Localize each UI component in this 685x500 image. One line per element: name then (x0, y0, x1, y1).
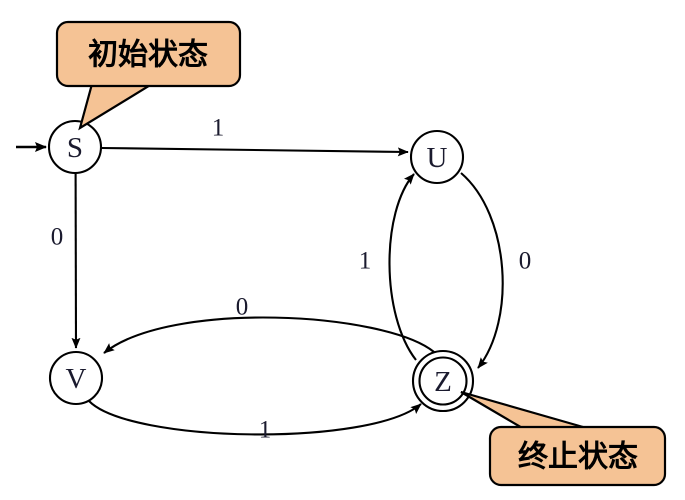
state-circle-s (47, 119, 103, 175)
callout-label-initial-state: 初始状态 (88, 38, 208, 73)
callouts-layer: 初始状态 终止状态 (55, 20, 667, 487)
transition-label-s-to-v: 0 (51, 224, 64, 251)
transition-label-s-to-u: 1 (212, 115, 225, 142)
transition-labels-layer: 1 0 0 1 0 1 (51, 115, 532, 444)
transition-label-v-to-z: 1 (259, 417, 272, 444)
state-label-u: U (427, 142, 448, 174)
state-circle-v (48, 350, 104, 406)
transition-u-to-z[interactable] (460, 172, 504, 369)
callout-box-initial-state (55, 20, 242, 88)
states-layer: S U V Z (47, 119, 475, 413)
state-circle-u (409, 129, 465, 185)
state-node-v[interactable]: V (48, 350, 104, 406)
transition-z-to-u[interactable] (388, 173, 417, 361)
callout-box-final-state (488, 425, 667, 487)
transition-label-z-to-v: 0 (236, 294, 249, 321)
callout-final-state[interactable]: 终止状态 (460, 390, 667, 487)
state-label-v: V (66, 363, 87, 395)
transition-label-u-to-z: 0 (519, 248, 532, 275)
state-circle-z-inner (418, 356, 468, 406)
state-label-s: S (67, 132, 83, 164)
transition-s-to-u[interactable] (101, 146, 409, 157)
state-label-z: Z (434, 366, 452, 398)
callout-label-final-state: 终止状态 (518, 440, 638, 475)
transition-z-to-v[interactable] (103, 316, 435, 354)
callout-tail-final-state (460, 390, 591, 431)
transition-v-to-z[interactable] (88, 400, 422, 436)
transition-label-z-to-u: 1 (359, 248, 372, 275)
transitions-layer (71, 146, 504, 436)
state-node-s[interactable]: S (47, 119, 103, 175)
state-node-u[interactable]: U (409, 129, 465, 185)
state-node-z[interactable]: Z (411, 349, 475, 413)
callout-tail-initial-state (78, 82, 156, 131)
callout-initial-state[interactable]: 初始状态 (55, 20, 242, 131)
